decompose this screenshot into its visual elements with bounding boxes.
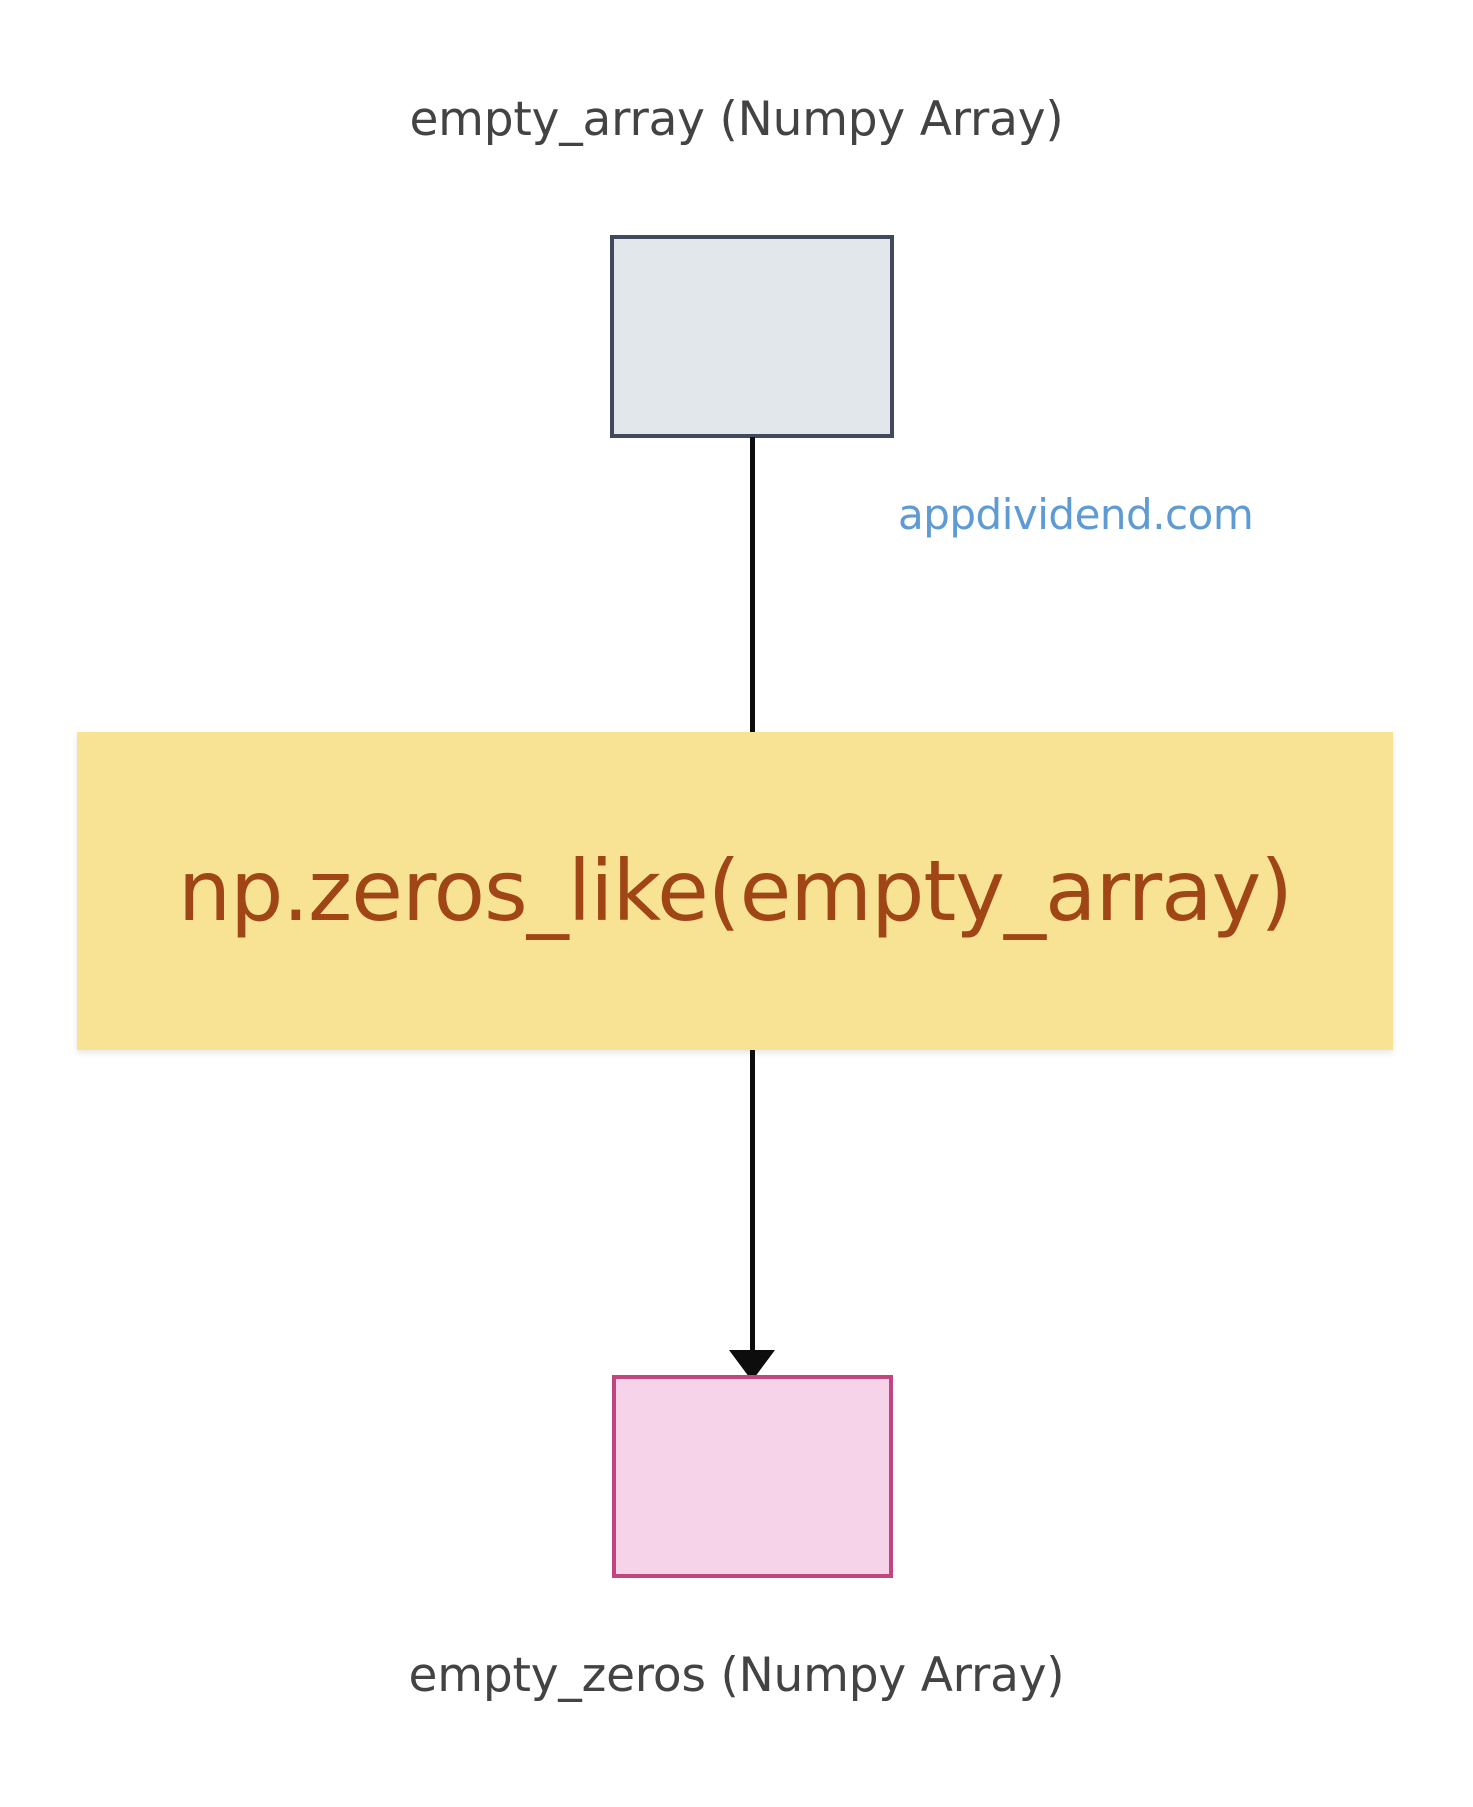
output-node-label: empty_zeros (Numpy Array) bbox=[408, 1648, 1065, 1703]
input-array-box bbox=[610, 235, 894, 438]
operation-expression: np.zeros_like(empty_array) bbox=[177, 842, 1293, 940]
connector-input-to-operation bbox=[750, 437, 755, 733]
input-node-label: empty_array (Numpy Array) bbox=[409, 92, 1064, 147]
connector-operation-to-output bbox=[750, 1050, 755, 1355]
operation-box: np.zeros_like(empty_array) bbox=[77, 732, 1393, 1050]
output-array-box bbox=[612, 1375, 893, 1578]
site-watermark: appdividend.com bbox=[898, 490, 1254, 539]
